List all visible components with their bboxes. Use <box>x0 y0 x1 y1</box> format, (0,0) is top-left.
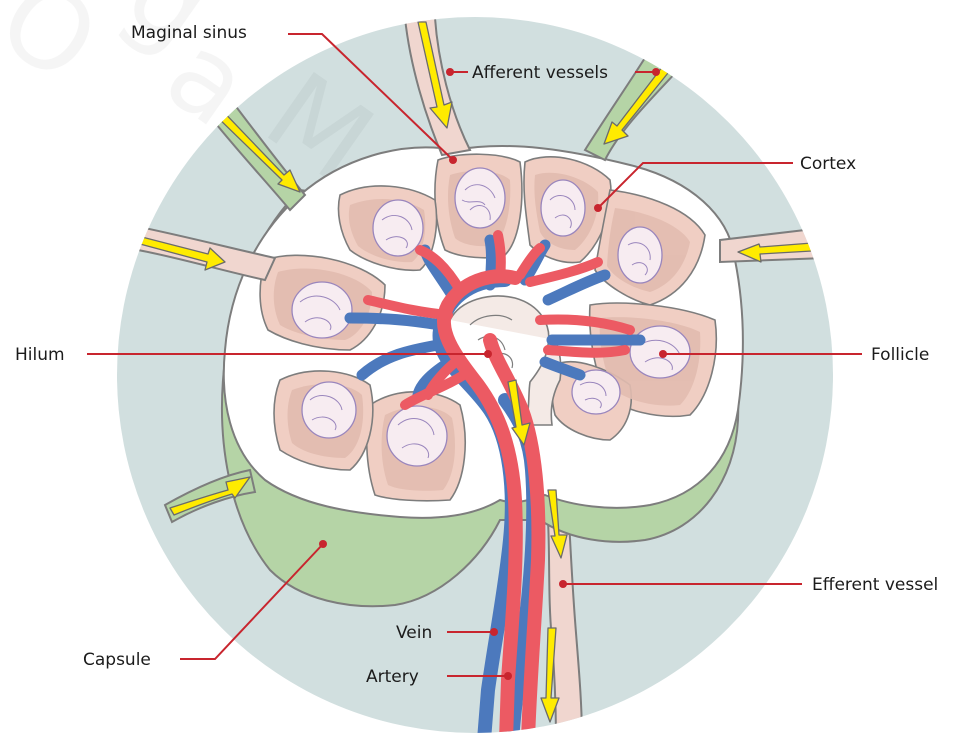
label-vein: Vein <box>396 623 432 643</box>
label-hilum: Hilum <box>15 345 65 365</box>
label-marginal-sinus: Maginal sinus <box>131 23 247 43</box>
label-cortex: Cortex <box>800 154 856 174</box>
label-capsule: Capsule <box>83 650 151 670</box>
label-afferent-vessels: Afferent vessels <box>472 63 608 83</box>
label-follicle: Follicle <box>871 345 929 365</box>
dot-marginal-sinus <box>449 156 457 164</box>
svg-text:O: O <box>0 0 121 107</box>
label-artery: Artery <box>366 667 419 687</box>
label-efferent-vessel: Efferent vessel <box>812 575 938 595</box>
